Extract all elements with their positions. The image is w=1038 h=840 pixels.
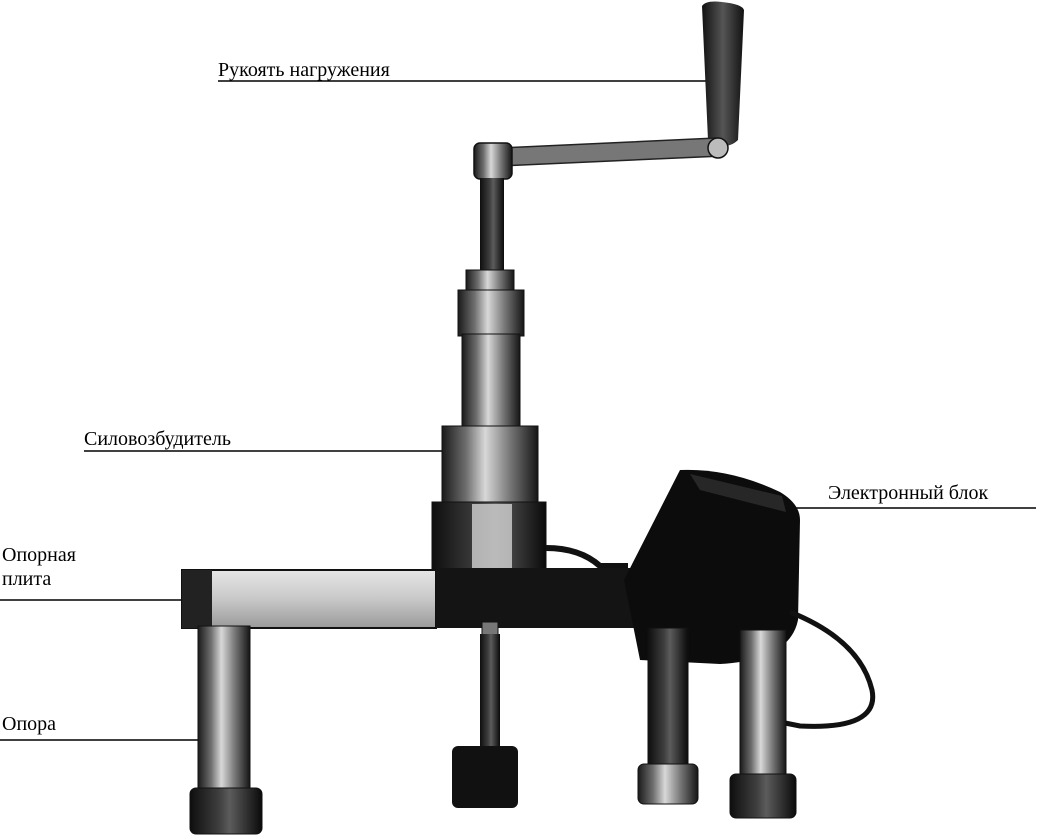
anchor-head xyxy=(452,746,518,808)
exciter-nut xyxy=(457,289,525,337)
exciter-base-highlight xyxy=(472,504,512,574)
label-support-plate: Опорная плита xyxy=(2,543,76,591)
label-loading-handle: Рукоять нагружения xyxy=(218,59,390,81)
exciter-collar-top xyxy=(465,269,515,293)
loading-handle xyxy=(473,1,744,180)
leader-lines xyxy=(0,80,1036,741)
label-force-exciter: Силовозбудитель xyxy=(84,428,231,450)
support-legs xyxy=(189,625,797,835)
exciter-screw xyxy=(480,178,504,274)
rod-nut xyxy=(481,621,499,637)
electronic-unit-cable xyxy=(779,609,876,729)
support-plate xyxy=(181,568,672,629)
leg-right-foot xyxy=(729,773,797,819)
handle-crank-arm xyxy=(499,137,724,167)
electronic-unit xyxy=(624,469,876,729)
plate-body xyxy=(181,569,437,629)
leg-mid-shaft xyxy=(647,627,689,769)
force-exciter xyxy=(431,269,547,577)
handle-grip xyxy=(702,1,744,147)
exciter-upper-body xyxy=(461,333,521,429)
label-support: Опора xyxy=(2,713,57,735)
leg-mid-foot xyxy=(637,763,699,805)
exciter-lower-body xyxy=(441,425,539,505)
handle-hub xyxy=(473,142,513,180)
label-support-plate-line2: плита xyxy=(2,568,52,590)
plate-end-cap xyxy=(182,570,212,628)
cable-connector xyxy=(545,545,628,569)
rod-shaft xyxy=(480,634,500,748)
anchor-rod xyxy=(452,621,518,808)
leg-left-foot xyxy=(189,787,263,835)
leg-right-shaft xyxy=(739,629,787,779)
leg-left-shaft xyxy=(197,625,251,793)
label-support-plate-line1: Опорная xyxy=(2,544,76,566)
electronic-unit-face xyxy=(690,474,786,512)
electronic-unit-housing xyxy=(624,469,800,664)
handle-pivot xyxy=(707,137,729,159)
label-electronic-unit: Электронный блок xyxy=(828,482,989,504)
